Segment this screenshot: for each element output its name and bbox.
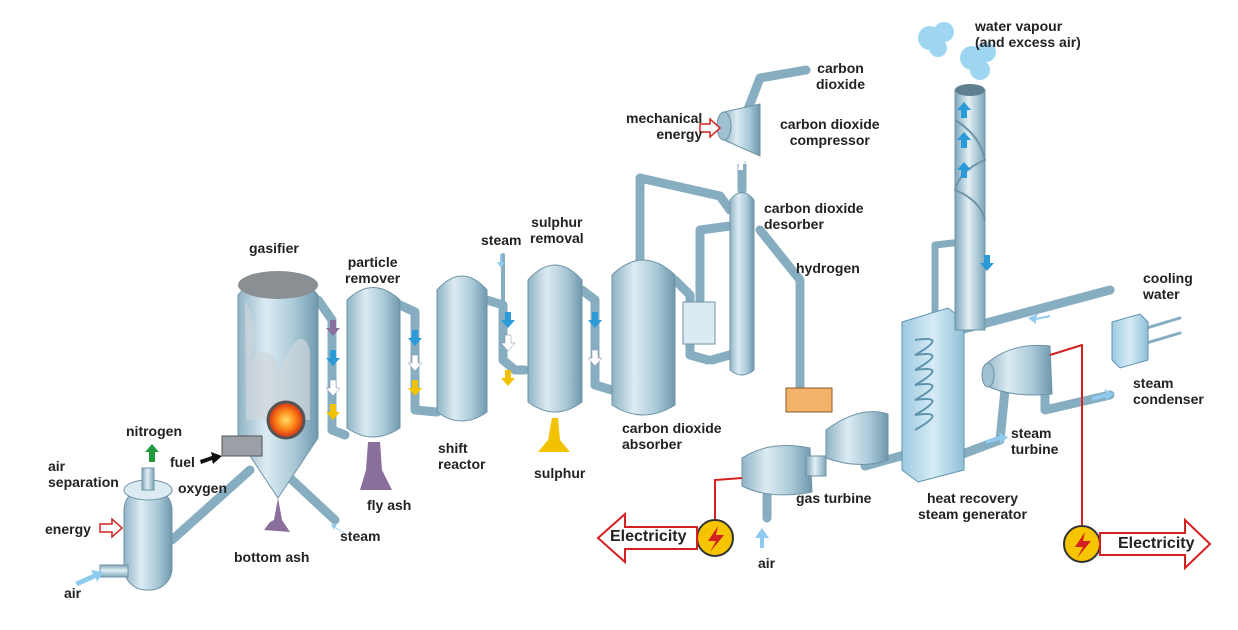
electricity-arrow-left	[596, 511, 698, 565]
label-hydrogen: hydrogen	[796, 260, 860, 276]
lean-rich-exchanger	[682, 301, 716, 345]
shift-reactor-vessel	[436, 275, 488, 422]
particle-remover-vessel	[346, 287, 401, 490]
generator-right	[1063, 525, 1101, 563]
label-co2-absorber: carbon dioxide absorber	[622, 420, 722, 452]
label-air-gas-turbine: air	[758, 555, 776, 571]
label-co2-compressor: carbon dioxide compressor	[780, 116, 880, 148]
mechanical-energy-arrow	[699, 117, 722, 139]
cloud-icon	[918, 22, 996, 80]
heat-recovery-steam-generator	[901, 307, 965, 483]
co2-absorber-vessel	[611, 259, 676, 416]
label-energy: energy	[45, 521, 91, 537]
label-bottom-ash: bottom ash	[234, 549, 310, 565]
air-separation-unit	[99, 467, 173, 591]
label-sulphur: sulphur	[534, 465, 586, 481]
combustor	[785, 387, 833, 413]
label-fly-ash: fly ash	[367, 497, 412, 513]
fuel-arrow	[200, 452, 222, 464]
co2-compressor	[716, 103, 761, 157]
gasifier-vessel	[221, 271, 319, 532]
label-steam-bottom: steam	[340, 528, 381, 544]
lightning-icon	[1075, 532, 1091, 558]
co2-desorber-vessel	[729, 192, 755, 376]
label-oxygen: oxygen	[178, 480, 228, 496]
label-sulphur-removal: sulphur removal	[530, 214, 584, 246]
label-cooling-water: cooling water	[1143, 270, 1193, 302]
steam-turbine-unit	[981, 344, 1053, 396]
label-nitrogen: nitrogen	[126, 423, 182, 439]
label-water-vapour: water vapour (and excess air)	[975, 18, 1081, 50]
gas-turbine-unit	[741, 387, 889, 496]
label-gasifier: gasifier	[249, 240, 299, 256]
label-steam-turbine: steam turbine	[1011, 425, 1059, 457]
exhaust-stack	[953, 84, 987, 331]
label-particle-remover: particle remover	[345, 254, 401, 286]
label-co2-desorber: carbon dioxide desorber	[764, 200, 864, 232]
flame-icon	[266, 400, 306, 440]
label-carbon-dioxide: carbon dioxide	[816, 60, 866, 92]
label-air-left: air	[64, 585, 82, 601]
flow-arrows	[75, 102, 1114, 586]
lightning-icon	[708, 526, 724, 552]
energy-arrow	[99, 517, 124, 539]
steam-condenser-unit	[1111, 313, 1149, 369]
label-gas-turbine: gas turbine	[796, 490, 872, 506]
label-electricity-right: Electricity	[1118, 535, 1195, 552]
label-mechanical-energy: mechanical energy	[626, 110, 703, 142]
label-electricity-left: Electricity	[610, 528, 687, 545]
electric-wires	[714, 343, 1083, 525]
nitrogen-arrow	[145, 444, 159, 462]
sulphur-removal-vessel	[527, 264, 583, 452]
generator-left	[696, 519, 734, 557]
label-steam-condenser: steam condenser	[1133, 375, 1204, 407]
label-air-separation: air separation	[48, 458, 119, 490]
label-heat-recovery: heat recovery steam generator	[918, 490, 1027, 522]
label-fuel: fuel	[170, 454, 195, 470]
label-steam-top: steam	[481, 232, 522, 248]
label-shift-reactor: shift reactor	[438, 440, 486, 472]
electricity-arrow-right	[1099, 517, 1212, 571]
